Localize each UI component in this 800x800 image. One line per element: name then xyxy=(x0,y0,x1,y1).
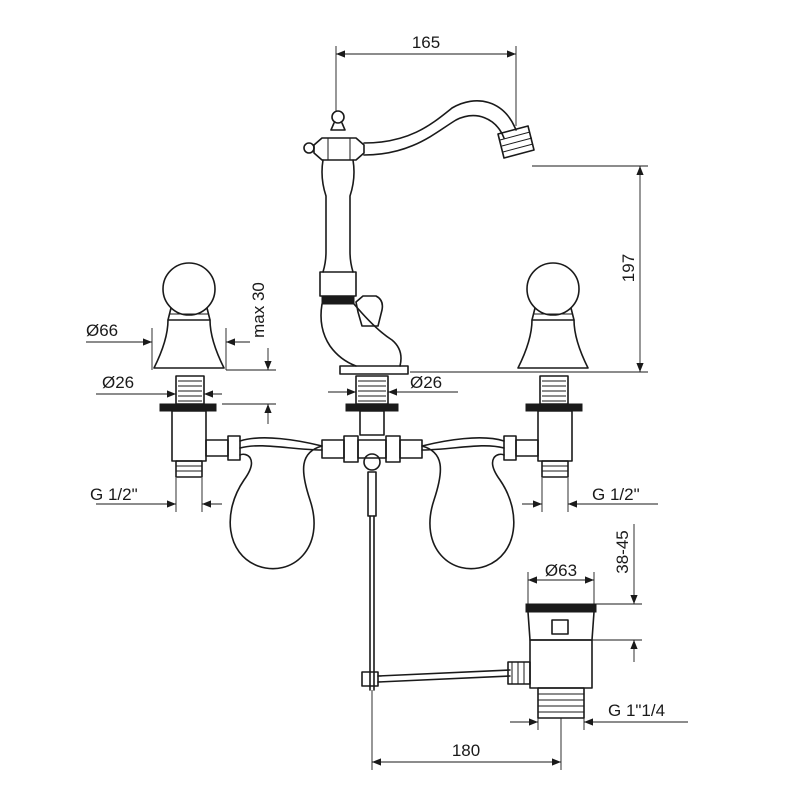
label-drain-height-range: 38-45 xyxy=(613,530,632,573)
right-outlet xyxy=(515,439,539,457)
left-shank xyxy=(175,375,205,405)
center-nut xyxy=(345,403,399,412)
spout-upper xyxy=(363,100,517,144)
side-knob xyxy=(303,142,315,154)
pop-up-rod xyxy=(361,471,511,691)
right-valve xyxy=(503,262,589,478)
left-valve-body xyxy=(171,410,207,462)
dimension-labels: 165 197 Ø66 max 30 Ø26 Ø26 G 1/2" G 1/2"… xyxy=(86,33,665,760)
label-center-shank-diameter: Ø26 xyxy=(410,373,442,392)
spout-aerator xyxy=(497,125,535,159)
center-connector-left xyxy=(321,439,345,459)
drain-thread xyxy=(537,687,585,719)
left-nut xyxy=(159,403,217,412)
mixer-base xyxy=(339,365,409,375)
right-handle-ring xyxy=(531,307,575,321)
mixer-lower-right xyxy=(353,303,402,367)
label-drain-thread: G 1"1/4 xyxy=(608,701,665,720)
left-hose xyxy=(229,437,323,570)
right-hose xyxy=(421,437,515,570)
label-right-connection: G 1/2" xyxy=(592,485,640,504)
center-connector-right xyxy=(399,439,423,459)
label-spout-reach: 165 xyxy=(412,33,440,52)
right-nut xyxy=(525,403,583,412)
right-valve-body xyxy=(537,410,573,462)
drain-cap xyxy=(525,603,597,613)
left-handle-ball xyxy=(162,262,216,316)
right-handle-ball xyxy=(526,262,580,316)
spout-lower xyxy=(363,114,505,156)
center-shank xyxy=(355,375,389,405)
left-handle-base xyxy=(153,319,225,369)
mixer-head xyxy=(313,137,365,161)
mixer-lever xyxy=(355,295,384,327)
mixer-collar xyxy=(319,271,357,297)
dimension-lines xyxy=(86,46,688,770)
mixer-body-right xyxy=(349,159,355,273)
label-max-thickness: max 30 xyxy=(249,282,268,338)
label-height: 197 xyxy=(619,254,638,282)
left-outlet xyxy=(205,439,229,457)
label-handle-diameter: Ø66 xyxy=(86,321,118,340)
left-valve xyxy=(153,262,241,478)
hoses xyxy=(229,435,515,570)
finial-ball xyxy=(331,110,345,124)
label-left-connection: G 1/2" xyxy=(90,485,138,504)
mixer-body-left xyxy=(321,159,327,273)
label-left-shank-diameter: Ø26 xyxy=(102,373,134,392)
pop-up-drain xyxy=(507,603,597,719)
mixer-lower-left xyxy=(320,303,357,367)
right-handle-base xyxy=(517,319,589,369)
right-shank xyxy=(539,375,569,405)
label-drain-diameter: Ø63 xyxy=(545,561,577,580)
drain-body xyxy=(529,639,593,689)
label-rod-to-drain: 180 xyxy=(452,741,480,760)
left-handle-ring xyxy=(167,307,211,321)
